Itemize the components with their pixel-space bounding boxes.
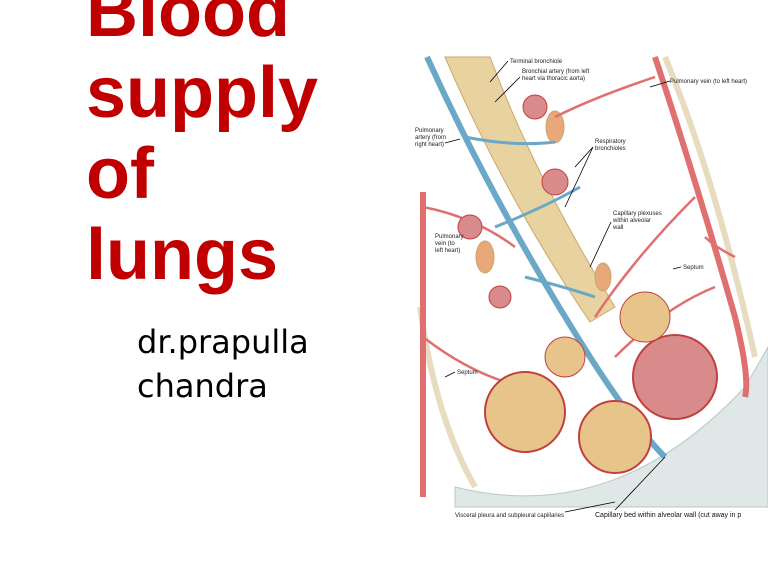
label-septum: Septum: [683, 265, 704, 271]
slide-title: Blood supply of lungs: [86, 0, 318, 296]
pulmonary-vein-right: [652, 56, 750, 398]
label-bronchial-artery: Bronchial artery (from left: [522, 69, 590, 75]
bronchiole-cut: [475, 240, 495, 274]
bronchiole: [444, 56, 616, 323]
title-line: of: [86, 134, 154, 214]
label-capillary-plexuses: Capillary plexuses: [613, 211, 662, 217]
label-pulmonary-artery: artery (from: [415, 135, 446, 141]
label-respiratory-bronchioles: bronchioles: [595, 146, 626, 152]
bronchiole-cut: [594, 262, 612, 292]
label-pulmonary-artery: Pulmonary: [415, 128, 444, 134]
label-visceral-pleura: Visceral pleura and subpleural capillari…: [455, 513, 564, 519]
label-respiratory-bronchioles: Respiratory: [595, 139, 626, 145]
label-pulmonary-vein-left: Pulmonary: [435, 234, 464, 240]
author-name: dr.prapulla chandra: [137, 320, 309, 408]
label-pulmonary-vein-left: vein (to: [435, 241, 455, 247]
label-terminal-bronchiole: Terminal bronchiole: [510, 59, 563, 65]
title-line: Blood: [86, 0, 290, 52]
lung-blood-supply-illustration: Terminal bronchiole Bronchial artery (fr…: [415, 55, 768, 520]
septum-left: [417, 306, 478, 489]
label-bronchial-artery: heart via thoracic aorta): [522, 76, 585, 82]
label-capillary-plexuses: wall: [612, 225, 623, 231]
author-line: chandra: [137, 367, 268, 405]
illustration-svg: Terminal bronchiole Bronchial artery (fr…: [415, 55, 768, 519]
septum-right: [662, 55, 758, 358]
label-pulmonary-artery: right heart): [415, 142, 444, 148]
title-line: lungs: [86, 215, 278, 295]
title-line: supply: [86, 53, 319, 133]
label-capillary-bed: Capillary bed within alveolar wall (cut …: [595, 512, 741, 519]
label-septum: Septum: [457, 370, 478, 376]
author-line: dr.prapulla: [137, 323, 309, 361]
label-pulmonary-vein-left: left heart): [435, 248, 460, 254]
label-pulmonary-vein: Pulmonary vein (to left heart): [670, 79, 747, 85]
leader-lines: [444, 60, 682, 513]
label-capillary-plexuses: within alveolar: [612, 218, 651, 224]
alveolar-sacs: [457, 94, 718, 474]
